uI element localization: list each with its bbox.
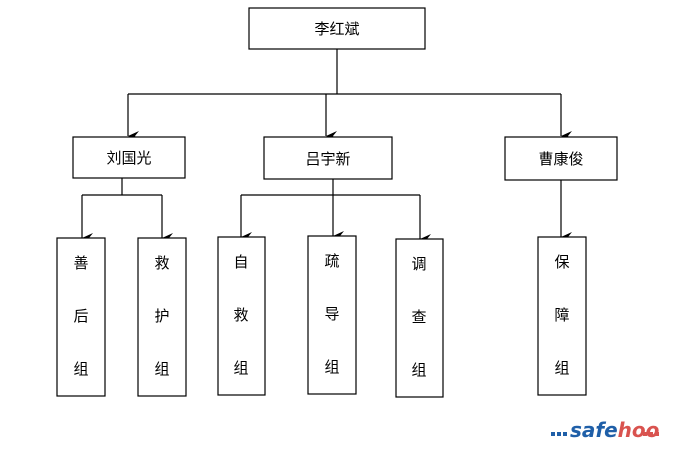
manager-node-label: 刘国光 — [106, 149, 151, 167]
team-node-char: 组 — [154, 360, 169, 378]
manager-node: 曹康俊 — [504, 136, 618, 181]
team-node-char: 组 — [73, 360, 88, 378]
team-node: 自 救 组 — [217, 236, 266, 396]
team-node-char: 后 — [73, 307, 88, 325]
watermark-text-part2: hoo — [618, 418, 660, 442]
team-node-char: 组 — [233, 359, 248, 377]
manager-node: 吕宇新 — [263, 136, 393, 180]
root-node: 李红斌 — [248, 7, 426, 50]
team-node-char: 救 — [233, 306, 248, 324]
team-node-char: 调 — [411, 255, 426, 273]
team-node-char: 保 — [554, 253, 569, 271]
manager-node-label: 吕宇新 — [305, 150, 350, 168]
watermark-logo: safehoo — [551, 418, 660, 442]
team-node-char: 疏 — [324, 252, 339, 270]
root-node-label: 李红斌 — [314, 20, 359, 38]
team-node-char: 自 — [233, 253, 248, 271]
team-node-char: 查 — [411, 308, 426, 326]
watermark-text-part1: safe — [570, 418, 618, 442]
team-node-char: 组 — [554, 359, 569, 377]
team-node: 善 后 组 — [56, 237, 106, 397]
team-node: 疏 导 组 — [307, 235, 357, 395]
team-node-char: 善 — [73, 254, 88, 272]
team-node-char: 组 — [324, 358, 339, 376]
team-node: 保 障 组 — [537, 236, 587, 396]
manager-node-label: 曹康俊 — [538, 150, 583, 168]
manager-node: 刘国光 — [72, 136, 186, 179]
connector-lines — [81, 49, 572, 244]
team-node-char: 组 — [411, 361, 426, 379]
team-node-char: 护 — [154, 307, 169, 325]
team-node-char: 救 — [154, 254, 169, 272]
team-node: 救 护 组 — [137, 237, 187, 397]
team-node: 调 查 组 — [395, 238, 444, 398]
team-node-char: 导 — [324, 305, 339, 323]
svg-text:safehoo: safehoo — [570, 418, 660, 442]
team-node-char: 障 — [554, 306, 569, 324]
